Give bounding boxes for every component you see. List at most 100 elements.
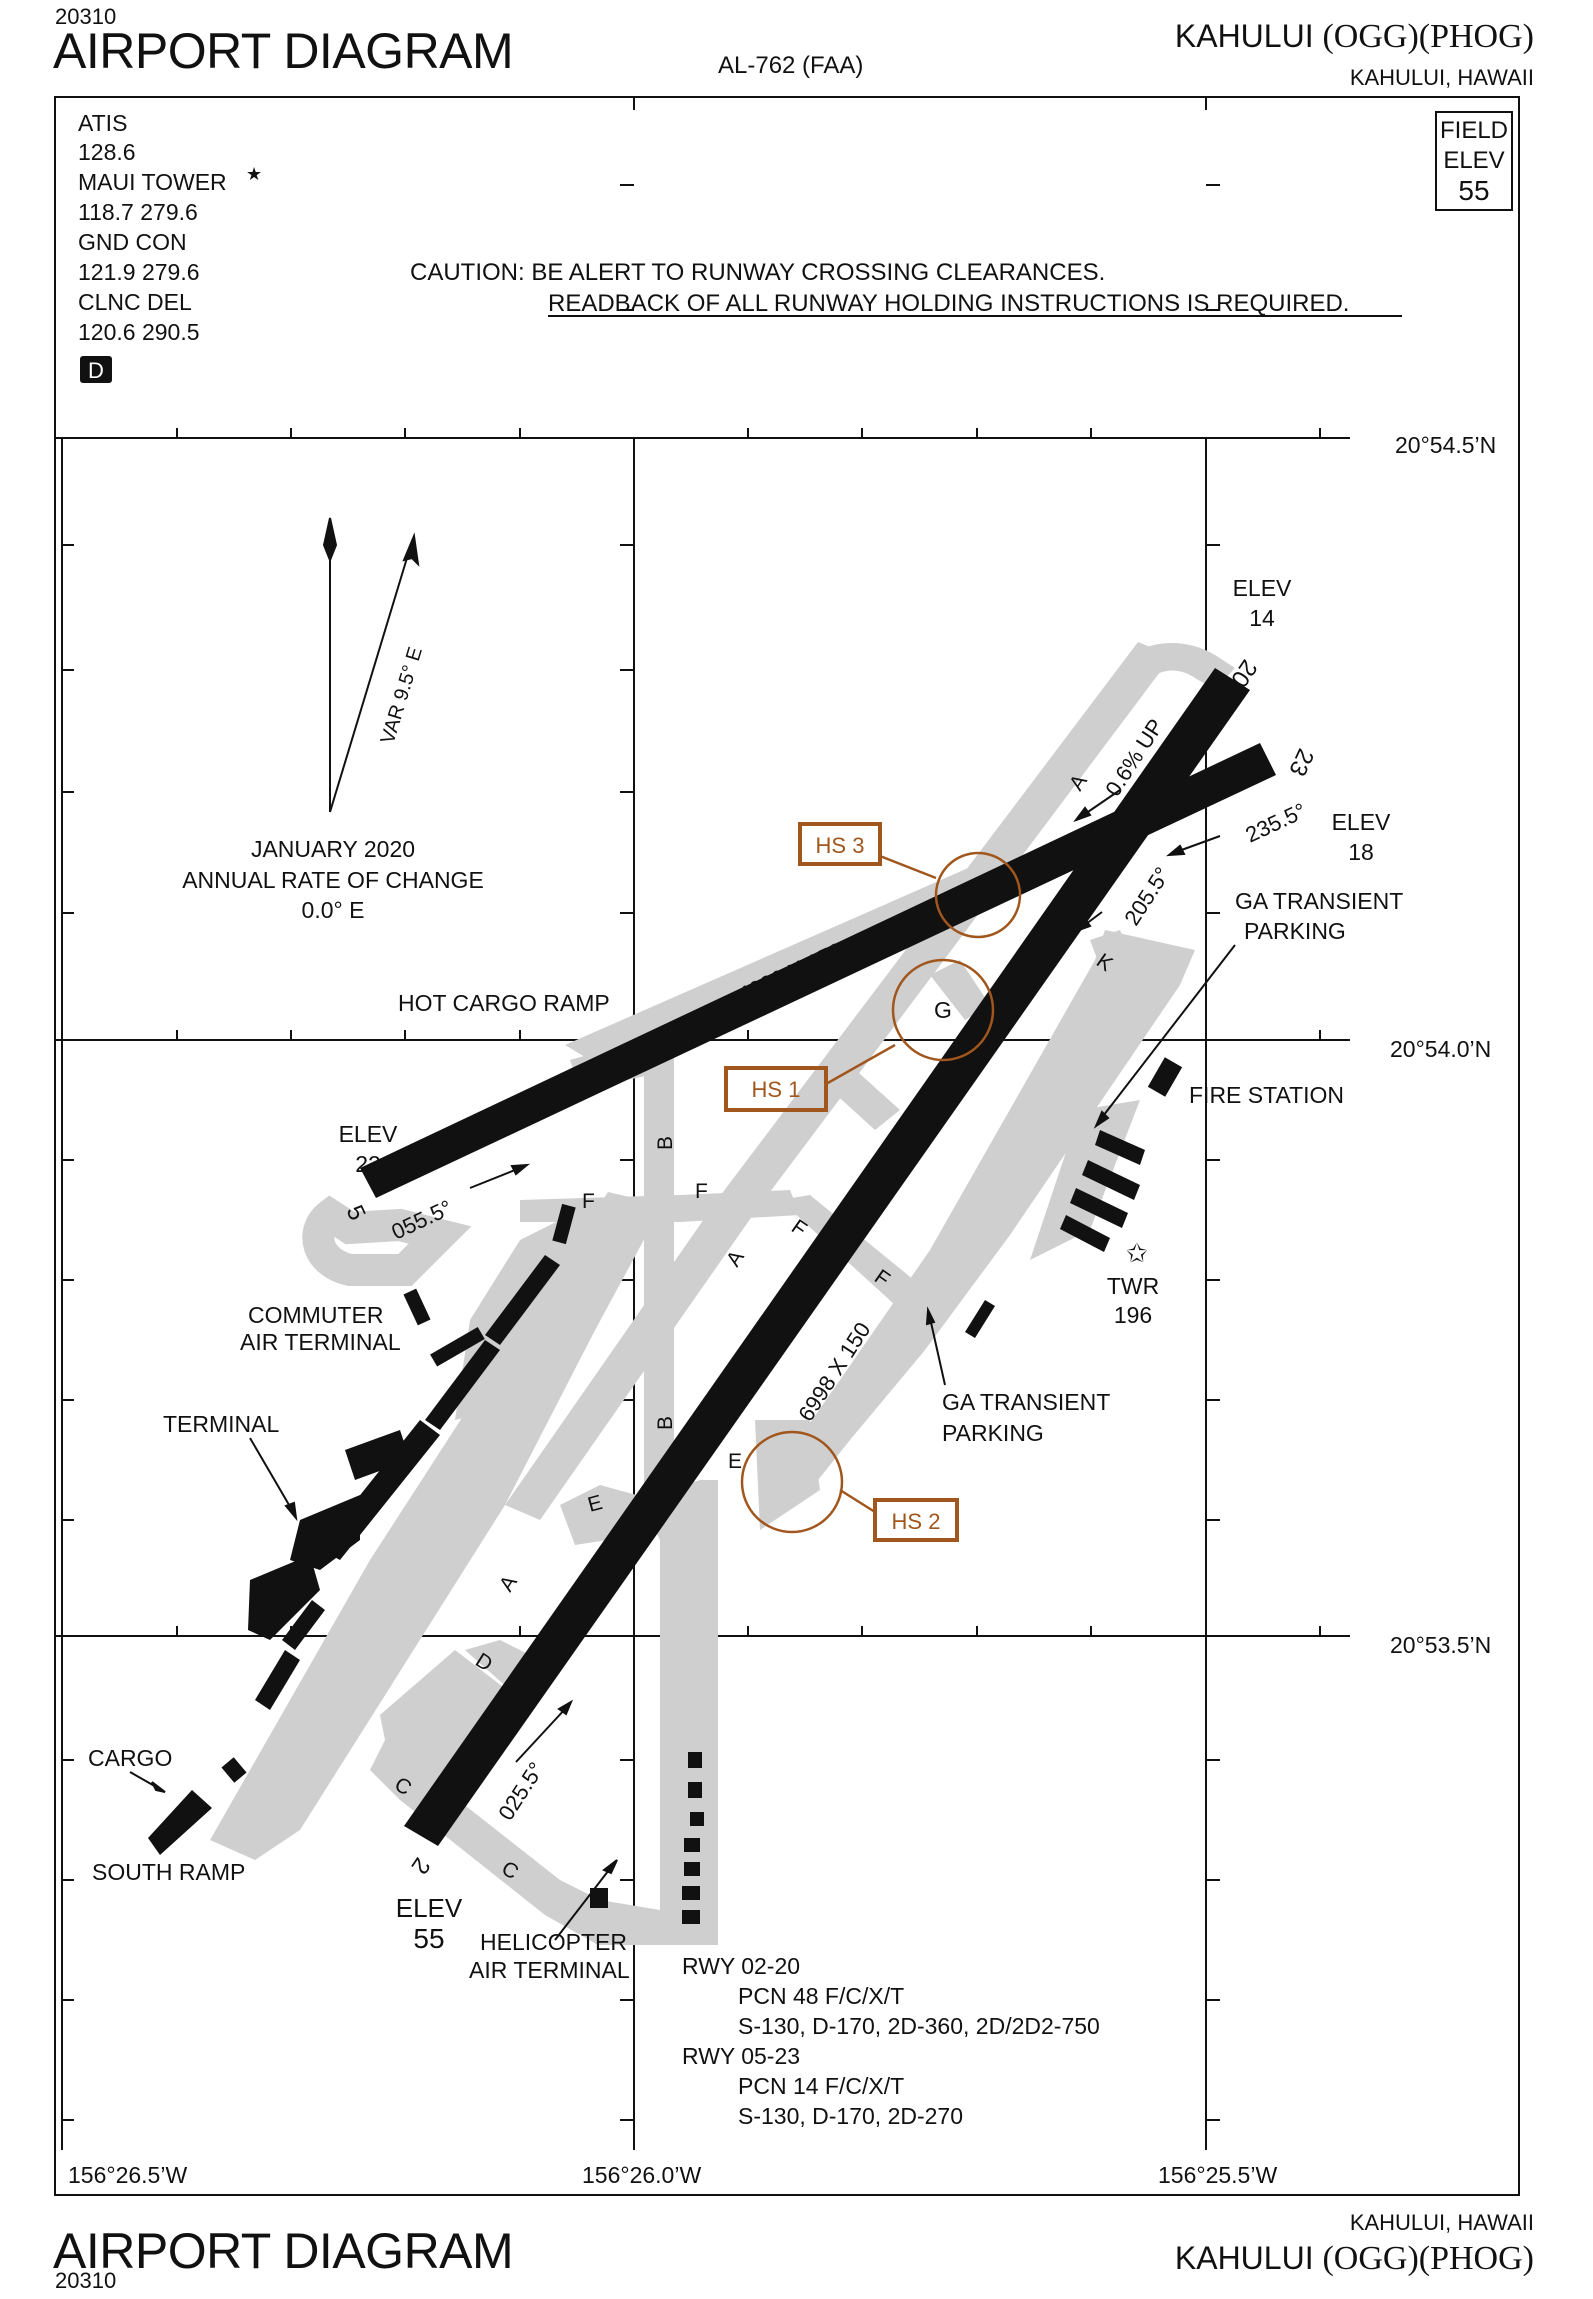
- elev-5-value: 22: [355, 1151, 381, 1177]
- hot-spot-2-leader: [839, 1488, 876, 1514]
- airport-location-top: KAHULUI, HAWAII: [1349, 65, 1534, 90]
- cargo-building: [148, 1790, 212, 1855]
- chart-number-top: 20310: [55, 4, 117, 29]
- hot-spot-1-box: [724, 1066, 828, 1112]
- airport-identifiers: (OGG)(PHOG): [1322, 18, 1534, 55]
- taxiway-f-east: [780, 1195, 920, 1305]
- atis-frequency: 128.6: [78, 139, 136, 165]
- cargo-label: CARGO: [88, 1745, 172, 1771]
- magnetic-rate-label: ANNUAL RATE OF CHANGE: [182, 867, 484, 893]
- taxiway-f-label: F: [870, 1265, 894, 1291]
- chart-title-bottom: AIRPORT DIAGRAM: [53, 2223, 514, 2279]
- terminal-apron: [210, 1192, 660, 1860]
- terminal-building: [345, 1430, 410, 1480]
- hot-spot-2-box: [873, 1498, 959, 1542]
- atis-label: ATIS: [78, 110, 127, 136]
- field-elev-line1: FIELD: [1440, 117, 1508, 144]
- building: [1095, 1130, 1145, 1165]
- hot-spot-2-circle: [740, 1430, 844, 1534]
- building: [688, 1752, 702, 1768]
- taxiway-e-east: [755, 1420, 820, 1530]
- magnetic-north-line: [329, 547, 411, 813]
- building: [682, 1910, 700, 1924]
- south-ramp-label: SOUTH RAMP: [92, 1859, 245, 1885]
- terminal-building: [255, 1650, 300, 1710]
- building: [682, 1886, 700, 1900]
- magnetic-north-arrowhead: [402, 532, 420, 567]
- ga-apron-ramp: [1030, 1100, 1140, 1260]
- runway-2-heading: 025.5°: [493, 1758, 549, 1825]
- hot-spot-labels: HS 3 HS 1 HS 2: [752, 833, 941, 1534]
- elev-2-label: ELEV: [396, 1893, 463, 1923]
- terminal-building: [248, 1555, 320, 1640]
- elev-20-label: ELEV: [1233, 575, 1292, 601]
- d-badge-text: D: [88, 358, 104, 383]
- taxiway-f: [520, 1190, 800, 1222]
- runway-23-heading: 235.5°: [1242, 798, 1310, 848]
- rwy-02-20-label: RWY 02-20: [682, 1953, 800, 1979]
- frequency-block: ATIS 128.6 MAUI TOWER 118.7 279.6 GND CO…: [78, 110, 227, 345]
- taxiway-k: [1090, 930, 1135, 980]
- taxiway-c-label: C: [390, 1773, 415, 1801]
- taxiway-g: [820, 1065, 900, 1130]
- rwy-02-20-strength: S-130, D-170, 2D-360, 2D/2D2-750: [738, 2013, 1100, 2039]
- building: [688, 1782, 702, 1798]
- helicopter-label-2: AIR TERMINAL: [469, 1957, 630, 1983]
- clearance-frequency: 120.6 290.5: [78, 319, 200, 345]
- building: [221, 1757, 247, 1783]
- rwy-05-23-label: RWY 05-23: [682, 2043, 800, 2069]
- control-tower-icon: ✩: [1126, 1238, 1148, 1268]
- ga-transient-label-1: GA TRANSIENT: [1235, 888, 1403, 914]
- document-id: AL-762 (FAA): [718, 52, 864, 79]
- runway-labels: 6998 X 150 4980 X 150 2 20 5 23 025.5° 2…: [341, 655, 1319, 1879]
- ga-apron-east: [770, 930, 1195, 1490]
- building: [1082, 1160, 1140, 1200]
- ground-frequency: 121.9 279.6: [78, 259, 200, 285]
- tower-star-icon: ★: [246, 164, 262, 184]
- helicopter-terminal-building: [590, 1888, 608, 1908]
- rwy-05-23-pcn: PCN 14 F/C/X/T: [738, 2073, 904, 2099]
- taxiway-d: [465, 1640, 540, 1690]
- hot-spot-3-circle: [934, 851, 1022, 939]
- taxiway-k-label: K: [1092, 949, 1117, 976]
- commuter-label-1: COMMUTER: [248, 1302, 383, 1328]
- hot-cargo-taxiway: [565, 865, 990, 1060]
- clearance-label: CLNC DEL: [78, 289, 192, 315]
- runway-2-20: [404, 668, 1250, 1846]
- d-badge-bg: [80, 356, 112, 383]
- south-ramp-apron: [380, 1650, 520, 1790]
- airport-location-bottom: KAHULUI, HAWAII: [1349, 2210, 1534, 2235]
- building: [965, 1300, 995, 1338]
- taxiway-a-loop: [1140, 643, 1235, 690]
- magnetic-date: JANUARY 2020: [251, 836, 415, 862]
- hot-cargo-ramp: [570, 1040, 650, 1090]
- fire-station-label: FIRE STATION: [1189, 1082, 1344, 1108]
- runway-20-heading: 205.5°: [1119, 863, 1175, 930]
- airport-name: KAHULUI: [1174, 18, 1314, 54]
- magnetic-rate-value: 0.0° E: [302, 897, 365, 923]
- hot-spot-2-label: HS 2: [892, 1509, 941, 1534]
- field-elev-value: 55: [1458, 175, 1489, 206]
- leader-lines: [129, 517, 1236, 1941]
- building: [552, 1203, 576, 1245]
- longitude-mid: 156°26.0’W: [582, 2162, 701, 2188]
- ga-parking-label-2: PARKING: [942, 1420, 1044, 1446]
- hot-cargo-ramp-label: HOT CARGO RAMP: [398, 990, 610, 1016]
- runway-2-20-dimensions: 6998 X 150: [793, 1318, 875, 1426]
- runway-5-end-number: 5: [341, 1201, 371, 1225]
- building: [425, 1340, 500, 1430]
- taxiway-e-west: [560, 1485, 655, 1545]
- runway-20-end-number: 20: [1225, 655, 1262, 692]
- taxiway-b-label: B: [654, 1416, 677, 1430]
- taxiway-letters: A A A B B C C D E E F F F F G K: [390, 770, 1116, 1884]
- airport-name-bottom: KAHULUI (OGG)(PHOG): [1175, 2240, 1534, 2278]
- taxiway-c: [370, 1740, 660, 1945]
- taxiway-c-label: C: [497, 1857, 522, 1885]
- tower-elevation: 196: [1114, 1302, 1152, 1328]
- terminal-building: [290, 1495, 360, 1570]
- runways: [360, 668, 1276, 1846]
- taxiway-d-label: D: [471, 1649, 496, 1677]
- runway-5-23-dimensions: 4980 X 150: [735, 937, 848, 1007]
- terminal-building: [318, 1420, 440, 1560]
